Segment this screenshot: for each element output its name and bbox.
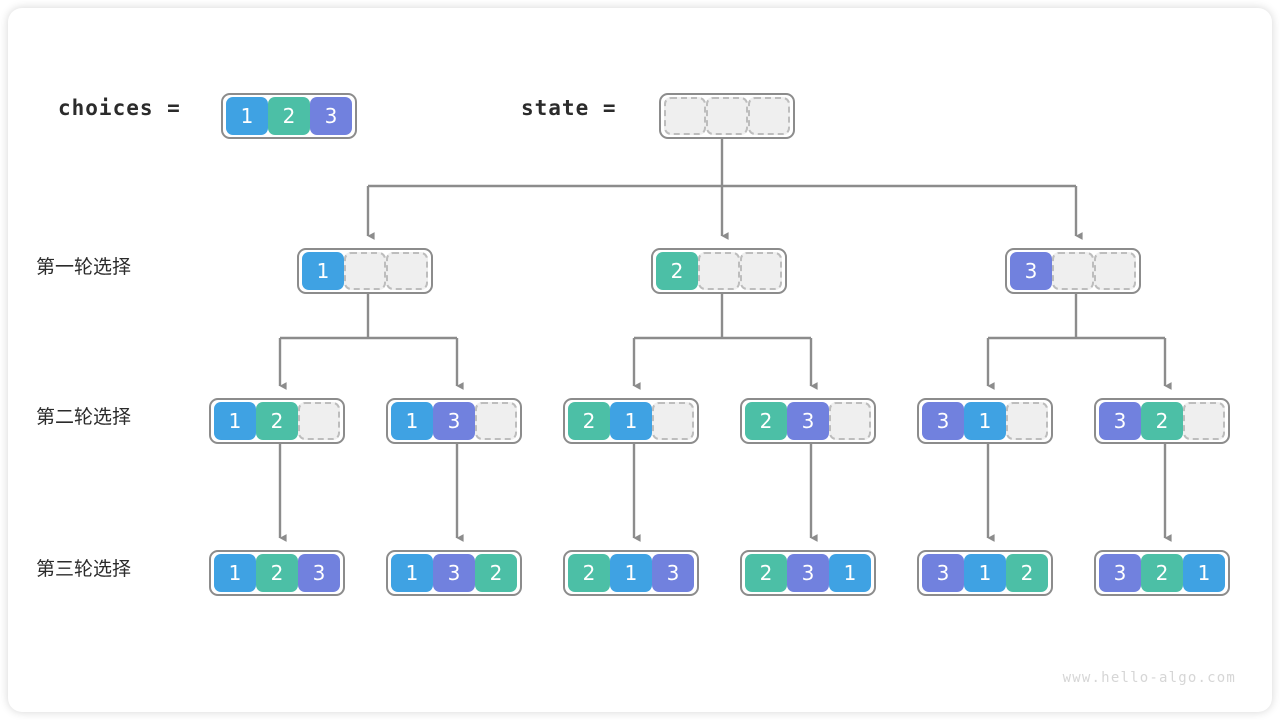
array-cell-filled: 1 <box>610 554 652 592</box>
state-label: state = <box>521 96 617 120</box>
array-cell-filled: 1 <box>391 402 433 440</box>
array-cell-filled: 1 <box>391 554 433 592</box>
level1-array-1: 1 <box>297 248 433 294</box>
level1-array-2: 2 <box>651 248 787 294</box>
array-cell-filled: 2 <box>656 252 698 290</box>
array-cell-filled: 3 <box>433 554 475 592</box>
tree-connectors <box>278 133 1172 542</box>
array-cell-filled: 3 <box>787 554 829 592</box>
array-cell-filled: 1 <box>302 252 344 290</box>
array-cell-filled: 3 <box>1010 252 1052 290</box>
row-label-level1: 第一轮选择 <box>36 256 132 278</box>
row-label-level2: 第二轮选择 <box>36 406 132 428</box>
array-cell-empty <box>1183 402 1225 440</box>
array-cell-empty <box>664 97 706 135</box>
row-label-level3: 第三轮选择 <box>36 558 132 580</box>
array-cell-empty <box>698 252 740 290</box>
state-array <box>659 93 795 139</box>
array-cell-filled: 1 <box>964 402 1006 440</box>
array-cell-filled: 1 <box>964 554 1006 592</box>
array-cell-filled: 2 <box>745 554 787 592</box>
array-cell-filled: 1 <box>1183 554 1225 592</box>
array-cell-filled: 3 <box>1099 402 1141 440</box>
array-cell-empty <box>475 402 517 440</box>
array-cell-filled: 3 <box>310 97 352 135</box>
array-cell-filled: 3 <box>652 554 694 592</box>
array-cell-empty <box>740 252 782 290</box>
array-cell-empty <box>344 252 386 290</box>
array-cell-empty <box>386 252 428 290</box>
array-cell-filled: 3 <box>298 554 340 592</box>
level1-array-3: 3 <box>1005 248 1141 294</box>
array-cell-empty <box>298 402 340 440</box>
array-cell-empty <box>1052 252 1094 290</box>
array-cell-filled: 1 <box>226 97 268 135</box>
array-cell-filled: 1 <box>610 402 652 440</box>
array-cell-empty <box>706 97 748 135</box>
array-cell-filled: 3 <box>1099 554 1141 592</box>
array-cell-filled: 1 <box>214 554 256 592</box>
array-cell-empty <box>829 402 871 440</box>
watermark: www.hello-algo.com <box>1062 670 1236 686</box>
array-cell-filled: 3 <box>922 554 964 592</box>
array-cell-filled: 2 <box>268 97 310 135</box>
array-cell-empty <box>652 402 694 440</box>
array-cell-filled: 2 <box>1141 554 1183 592</box>
array-cell-filled: 2 <box>1006 554 1048 592</box>
array-cell-filled: 3 <box>922 402 964 440</box>
array-cell-filled: 3 <box>787 402 829 440</box>
choices-label: choices = <box>58 96 181 120</box>
array-cell-filled: 2 <box>568 554 610 592</box>
array-cell-empty <box>1006 402 1048 440</box>
array-cell-filled: 2 <box>256 402 298 440</box>
array-cell-filled: 3 <box>433 402 475 440</box>
array-cell-filled: 2 <box>568 402 610 440</box>
array-cell-empty <box>1094 252 1136 290</box>
array-cell-filled: 2 <box>256 554 298 592</box>
array-cell-filled: 2 <box>1141 402 1183 440</box>
array-cell-filled: 1 <box>829 554 871 592</box>
array-cell-filled: 1 <box>214 402 256 440</box>
array-cell-empty <box>748 97 790 135</box>
array-cell-filled: 2 <box>475 554 517 592</box>
array-cell-filled: 2 <box>745 402 787 440</box>
